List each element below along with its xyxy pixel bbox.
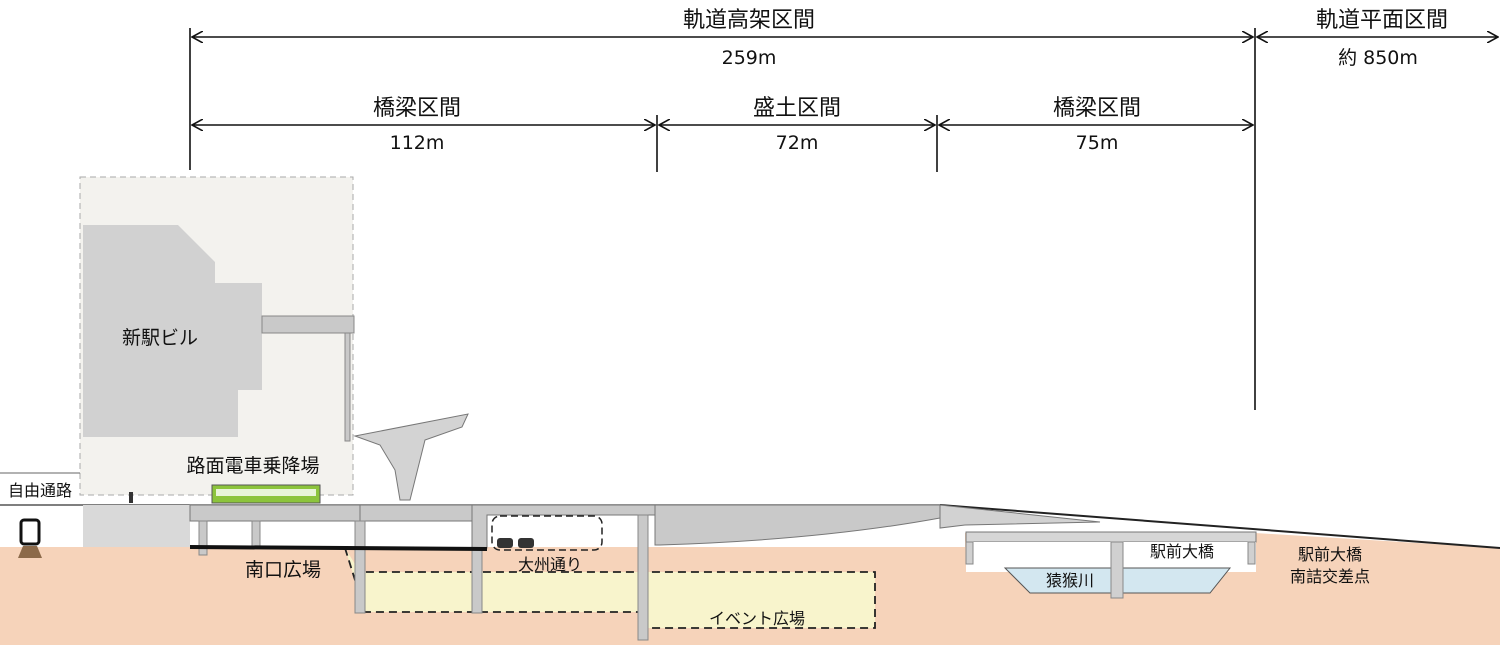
segment-label: 橋梁区間 — [1053, 96, 1141, 121]
y-canopy — [353, 413, 469, 501]
canopy — [261, 315, 355, 334]
bridge-piers — [965, 541, 1256, 599]
embankment — [654, 504, 941, 546]
bridge-deck-1 — [189, 504, 361, 522]
street-clearance — [491, 515, 603, 551]
bridge-deck-2 — [359, 504, 473, 522]
segment-label: 橋梁区間 — [373, 96, 461, 121]
at-grade-section-label: 軌道平面区間 — [1316, 8, 1448, 33]
segment-length: 75m — [1076, 132, 1119, 154]
station-building — [83, 225, 262, 437]
street-label: 大州通り — [518, 555, 582, 574]
car-icon — [497, 538, 534, 548]
event-plaza-label: イベント広場 — [709, 609, 805, 628]
south-plaza-label: 南口広場 — [245, 559, 321, 581]
building-label: 新駅ビル — [122, 327, 198, 349]
elevated-section-label: 軌道高架区間 — [683, 8, 815, 33]
ramp — [939, 504, 1101, 529]
intersection-label-1: 駅前大橋 — [1298, 545, 1362, 564]
river-label: 猿猴川 — [1046, 571, 1094, 590]
ground-level-block — [83, 505, 190, 547]
columns — [198, 514, 649, 641]
segment-length: 112m — [390, 132, 445, 154]
at-grade-section-length: 約 850m — [1338, 47, 1418, 69]
intersection-label-2: 南詰交差点 — [1290, 567, 1370, 586]
pedestrian-icon — [129, 492, 133, 503]
tram-icon — [211, 484, 321, 504]
free-passage-label: 自由通路 — [8, 481, 72, 500]
bridge-label: 駅前大橋 — [1150, 542, 1214, 561]
canopy-post — [344, 332, 351, 442]
ekimae-bridge-deck — [965, 531, 1257, 543]
dimension-lines — [189, 28, 1498, 410]
plaza-slab — [189, 545, 488, 551]
tram-platform-label: 路面電車乗降場 — [186, 455, 319, 477]
segment-length: 72m — [776, 132, 819, 154]
segment-label: 盛土区間 — [753, 96, 841, 121]
elevated-section-length: 259m — [722, 47, 777, 69]
road-slope — [939, 504, 1500, 549]
train-icon — [18, 518, 42, 558]
